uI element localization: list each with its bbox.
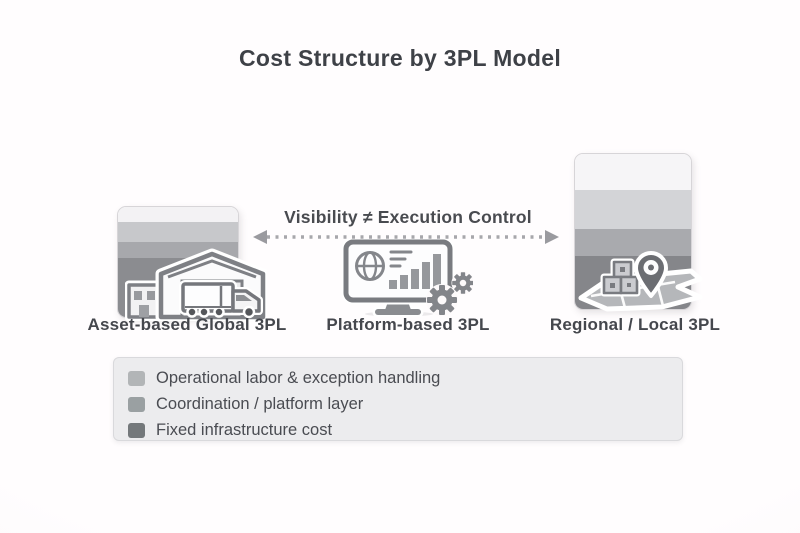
bar-segment-coordination-platform <box>575 229 691 256</box>
column-label-asset-based: Asset-based Global 3PL <box>87 315 287 334</box>
column-label-platform-based: Platform-based 3PL <box>326 315 490 334</box>
column-label-regional-local: Regional / Local 3PL <box>549 315 721 334</box>
bar-segment-operational-labor <box>118 221 238 243</box>
annotation-text: Visibility ≠ Execution Control <box>284 207 532 227</box>
legend-label-fixed: Fixed infrastructure cost <box>156 421 333 439</box>
bar-segment-operational-labor <box>575 189 691 230</box>
legend-item-fixed: Fixed infrastructure cost <box>128 421 682 440</box>
legend-item-coordination: Coordination / platform layer <box>128 395 682 414</box>
legend-swatch-coordination <box>128 397 145 412</box>
double-headed-dashed-arrow-icon <box>253 230 559 244</box>
legend-swatch-fixed <box>128 423 145 438</box>
legend-label-operational: Operational labor & exception handling <box>156 369 441 387</box>
bar-segment-headroom <box>575 154 691 190</box>
legend-swatch-operational <box>128 371 145 386</box>
legend: Operational labor & exception handling C… <box>113 357 683 441</box>
page-title: Cost Structure by 3PL Model <box>238 45 562 71</box>
bar-segment-headroom <box>118 207 238 222</box>
warehouse-truck-icon <box>125 248 267 321</box>
platform-monitor-icon <box>341 239 473 317</box>
legend-label-coordination: Coordination / platform layer <box>156 395 364 413</box>
map-location-pin-icon <box>578 251 703 312</box>
legend-item-operational: Operational labor & exception handling <box>128 369 682 388</box>
